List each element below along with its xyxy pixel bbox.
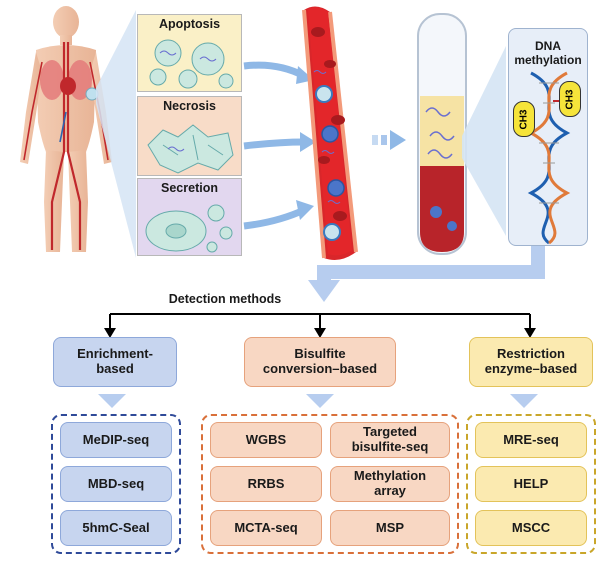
wgbs-line1: WGBS — [245, 431, 287, 447]
restriction-methods-group — [466, 414, 596, 554]
category-down-arrows — [98, 394, 538, 408]
ch3-badge-lower: CH3 — [513, 101, 535, 137]
msp-line1: MSP — [375, 519, 405, 535]
secretion-label: Secretion — [161, 181, 218, 195]
panel-to-vessel-arrows — [243, 61, 316, 230]
bisulfite-methods-group — [201, 414, 459, 554]
method-help: HELP — [475, 466, 587, 502]
method-mbd-seq: MBD-seq — [60, 466, 172, 502]
method-mcta-seq: MCTA-seq — [210, 510, 322, 546]
enrichment-line1: Enrichment- — [77, 346, 153, 362]
enrichment-line2: based — [96, 361, 134, 376]
enrichment-methods-group — [51, 414, 181, 554]
secretion-cells-icon — [145, 204, 233, 253]
dna-methylation-box: DNA methylation CH3 CH3 — [508, 28, 588, 246]
bisulfite-line1: Bisulfite — [294, 346, 346, 362]
targeted-line2: bisulfite-seq — [351, 439, 429, 454]
blood-vessel-illustration — [302, 6, 358, 261]
method-targeted-bisulfite-seq: Targeted bisulfite-seq — [330, 422, 450, 458]
array-line2: array — [374, 483, 406, 498]
method-wgbs: WGBS — [210, 422, 322, 458]
method-5hmc-seal: 5hmC-Seal — [60, 510, 172, 546]
method-rrbs: RRBS — [210, 466, 322, 502]
necrosis-panel: Necrosis — [137, 96, 242, 176]
tube-projection-shape — [462, 46, 506, 236]
detection-methods-label: Detection methods — [168, 292, 282, 306]
enrichment-based-box: Enrichment- based — [53, 337, 177, 387]
dna-title: DNA methylation — [509, 39, 587, 68]
vessel-to-tube-arrow — [372, 130, 406, 150]
restriction-line1: Restriction — [497, 346, 565, 362]
rrbs-line1: RRBS — [247, 475, 285, 491]
test-tube-illustration — [417, 13, 467, 255]
apoptosis-cells-icon — [149, 39, 234, 89]
dna-to-detection-arrow — [308, 246, 545, 302]
necrosis-cells-icon — [147, 124, 234, 174]
apoptosis-label: Apoptosis — [158, 17, 221, 31]
restriction-line2: enzyme–based — [484, 361, 578, 376]
secretion-panel: Secretion — [137, 178, 242, 256]
ch3-badge-upper: CH3 — [559, 81, 581, 117]
dna-title-line1: DNA — [535, 39, 561, 53]
apoptosis-panel: Apoptosis — [137, 14, 242, 92]
restriction-based-box: Restriction enzyme–based — [469, 337, 593, 387]
method-mre-seq: MRE-seq — [475, 422, 587, 458]
method-methylation-array: Methylation array — [330, 466, 450, 502]
targeted-line1: Targeted — [363, 424, 417, 440]
necrosis-label: Necrosis — [163, 99, 216, 113]
dna-title-line2: methylation — [514, 53, 582, 68]
array-line1: Methylation — [353, 468, 427, 484]
mcta-line1: MCTA-seq — [234, 519, 298, 535]
method-msp: MSP — [330, 510, 450, 546]
ch3-label-lower: CH3 — [518, 108, 530, 130]
method-mscc: MSCC — [475, 510, 587, 546]
detection-tree-connector — [104, 313, 536, 338]
ch3-label-upper: CH3 — [564, 88, 576, 110]
projection-shape — [96, 10, 136, 258]
method-medip-seq: MeDIP-seq — [60, 422, 172, 458]
bisulfite-line2: conversion–based — [262, 361, 378, 376]
bisulfite-based-box: Bisulfite conversion–based — [244, 337, 396, 387]
